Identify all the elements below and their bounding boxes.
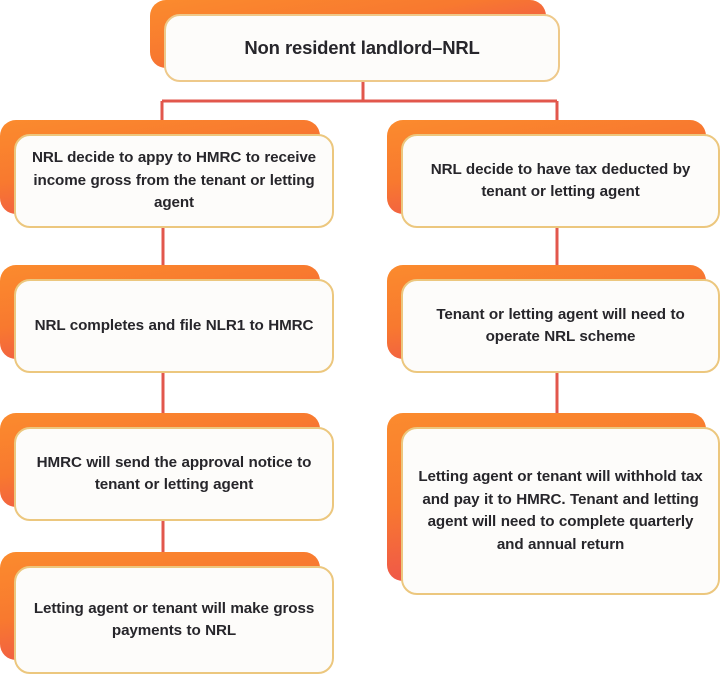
node-card: Letting agent or tenant will withhold ta… — [401, 427, 720, 595]
node-card: HMRC will send the approval notice to te… — [14, 427, 334, 521]
node-label: NRL decide to have tax deducted by tenan… — [430, 160, 691, 201]
node-card: NRL completes and file NLR1 to HMRC — [14, 279, 334, 373]
node-card: Tenant or letting agent will need to ope… — [401, 279, 720, 373]
node-nrl-tax-deducted[interactable]: NRL decide to have tax deducted by tenan… — [387, 120, 720, 228]
node-gross-payments-to-nrl[interactable]: Letting agent or tenant will make gross … — [0, 552, 334, 674]
node-card: Letting agent or tenant will make gross … — [14, 566, 334, 674]
node-label: Letting agent or tenant will withhold ta… — [418, 468, 703, 553]
node-label: HMRC will send the approval notice to te… — [36, 453, 312, 494]
node-card: NRL decide to appy to HMRC to receive in… — [14, 134, 334, 228]
node-nrl-file-nlr1[interactable]: NRL completes and file NLR1 to HMRC — [0, 265, 334, 373]
node-withhold-tax-and-returns[interactable]: Letting agent or tenant will withhold ta… — [387, 413, 720, 595]
node-label: Tenant or letting agent will need to ope… — [436, 305, 685, 346]
node-label: Non resident landlord–NRL — [244, 37, 480, 59]
node-operate-nrl-scheme[interactable]: Tenant or letting agent will need to ope… — [387, 265, 720, 373]
node-non-resident-landlord-nrl[interactable]: Non resident landlord–NRL — [150, 0, 560, 82]
node-nrl-apply-to-hmrc[interactable]: NRL decide to appy to HMRC to receive in… — [0, 120, 334, 228]
node-card: NRL decide to have tax deducted by tenan… — [401, 134, 720, 228]
node-hmrc-approval-notice[interactable]: HMRC will send the approval notice to te… — [0, 413, 334, 521]
node-label: Letting agent or tenant will make gross … — [33, 599, 315, 640]
node-label: NRL completes and file NLR1 to HMRC — [34, 316, 314, 334]
node-card: Non resident landlord–NRL — [164, 14, 560, 82]
node-label: NRL decide to appy to HMRC to receive in… — [31, 149, 317, 212]
